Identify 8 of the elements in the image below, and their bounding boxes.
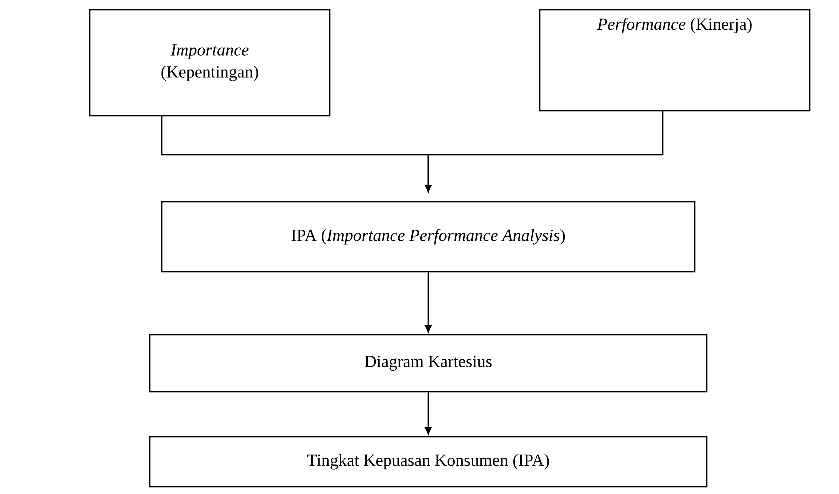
arrow [425,392,432,435]
process-box: IPA (Importance Performance Analysis) [161,201,696,273]
arrow [425,272,432,333]
process-box: Tingkat Kepuasan Konsumen (IPA) [149,436,708,488]
arrow [425,110,664,192]
process-box: Diagram Kartesius [149,334,708,393]
process-box: Performance (Kinerja) [539,9,811,112]
process-box: Importance (Kepentingan) [89,9,331,117]
